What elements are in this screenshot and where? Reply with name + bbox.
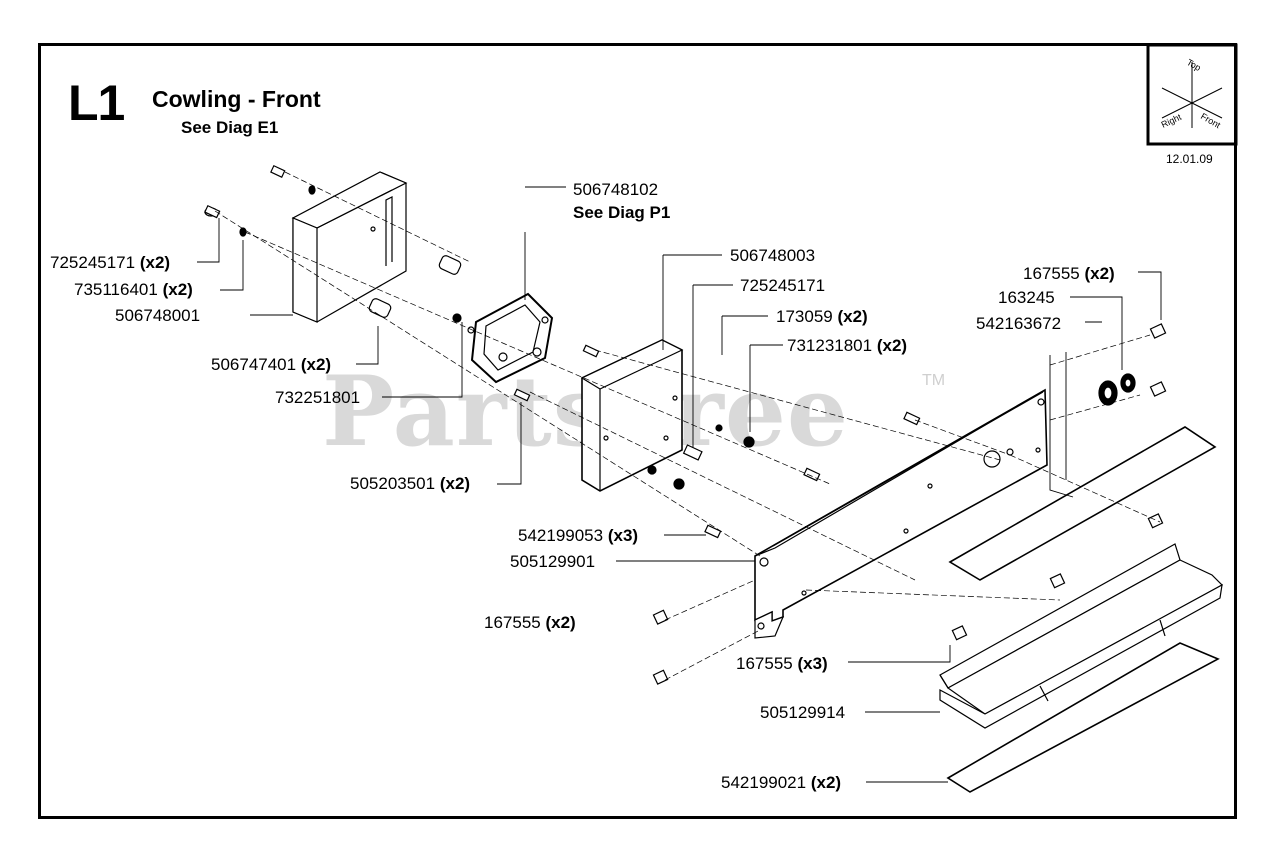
- bracket-505129914: [939, 543, 1223, 729]
- callout-505129914: 505129914: [760, 703, 846, 722]
- watermark-trademark: TM: [922, 372, 946, 389]
- washer-163245: [1098, 373, 1136, 406]
- cowling-cover: [291, 171, 408, 323]
- callout-506748001: 506748001: [115, 306, 201, 325]
- diagram-frame: [38, 43, 1237, 819]
- leader-lines: [197, 186, 1162, 783]
- page-subtitle: See Diag E1: [181, 118, 279, 137]
- module-506748102: [452, 292, 554, 384]
- callout-542199053: 542199053 (x3): [518, 526, 639, 545]
- sheet-id: L1: [68, 75, 125, 131]
- plate-506748003: [580, 339, 684, 492]
- page-title: Cowling - Front: [152, 86, 321, 112]
- callout-731231801: 731231801 (x2): [787, 336, 908, 355]
- parts-artwork: [204, 164, 1223, 793]
- callout-167555-top: 167555 (x2): [1023, 264, 1115, 283]
- callout-163245: 163245: [998, 288, 1055, 307]
- orientation-front-label: Front: [1199, 111, 1223, 130]
- revision-date: 12.01.09: [1166, 152, 1213, 166]
- callout-735116401: 735116401 (x2): [74, 280, 193, 299]
- callout-173059: 173059 (x2): [776, 307, 868, 326]
- bracket-505129901: [754, 388, 1048, 639]
- callout-506747401: 506747401 (x2): [211, 355, 332, 374]
- callout-505203501: 505203501 (x2): [350, 474, 471, 493]
- nut-167555: [1149, 323, 1167, 339]
- gasket-strip-lower: [946, 642, 1220, 793]
- callout-542199021: 542199021 (x2): [721, 773, 842, 792]
- callout-725245171-x2: 725245171 (x2): [50, 253, 171, 272]
- callout-725245171: 725245171: [740, 276, 826, 295]
- orientation-right-label: Right: [1160, 112, 1184, 130]
- callout-167555-bottom: 167555 (x3): [736, 654, 828, 673]
- explode-lines: [214, 171, 1161, 681]
- callout-506748003: 506748003: [730, 246, 816, 265]
- screw-725245171: [204, 164, 316, 237]
- gasket-strip-upper: [948, 426, 1217, 581]
- callout-506748102-note: See Diag P1: [573, 203, 671, 222]
- callout-506748102: 506748102: [573, 180, 659, 199]
- callout-732251801: 732251801: [275, 388, 361, 407]
- callout-505129901: 505129901: [510, 552, 596, 571]
- orientation-indicator: Top Right Front: [1146, 43, 1238, 146]
- spacer-506747401: [368, 255, 462, 318]
- callout-542163672: 542163672: [976, 314, 1062, 333]
- callout-167555-left: 167555 (x2): [484, 613, 576, 632]
- orientation-top-label: Top: [1185, 57, 1203, 73]
